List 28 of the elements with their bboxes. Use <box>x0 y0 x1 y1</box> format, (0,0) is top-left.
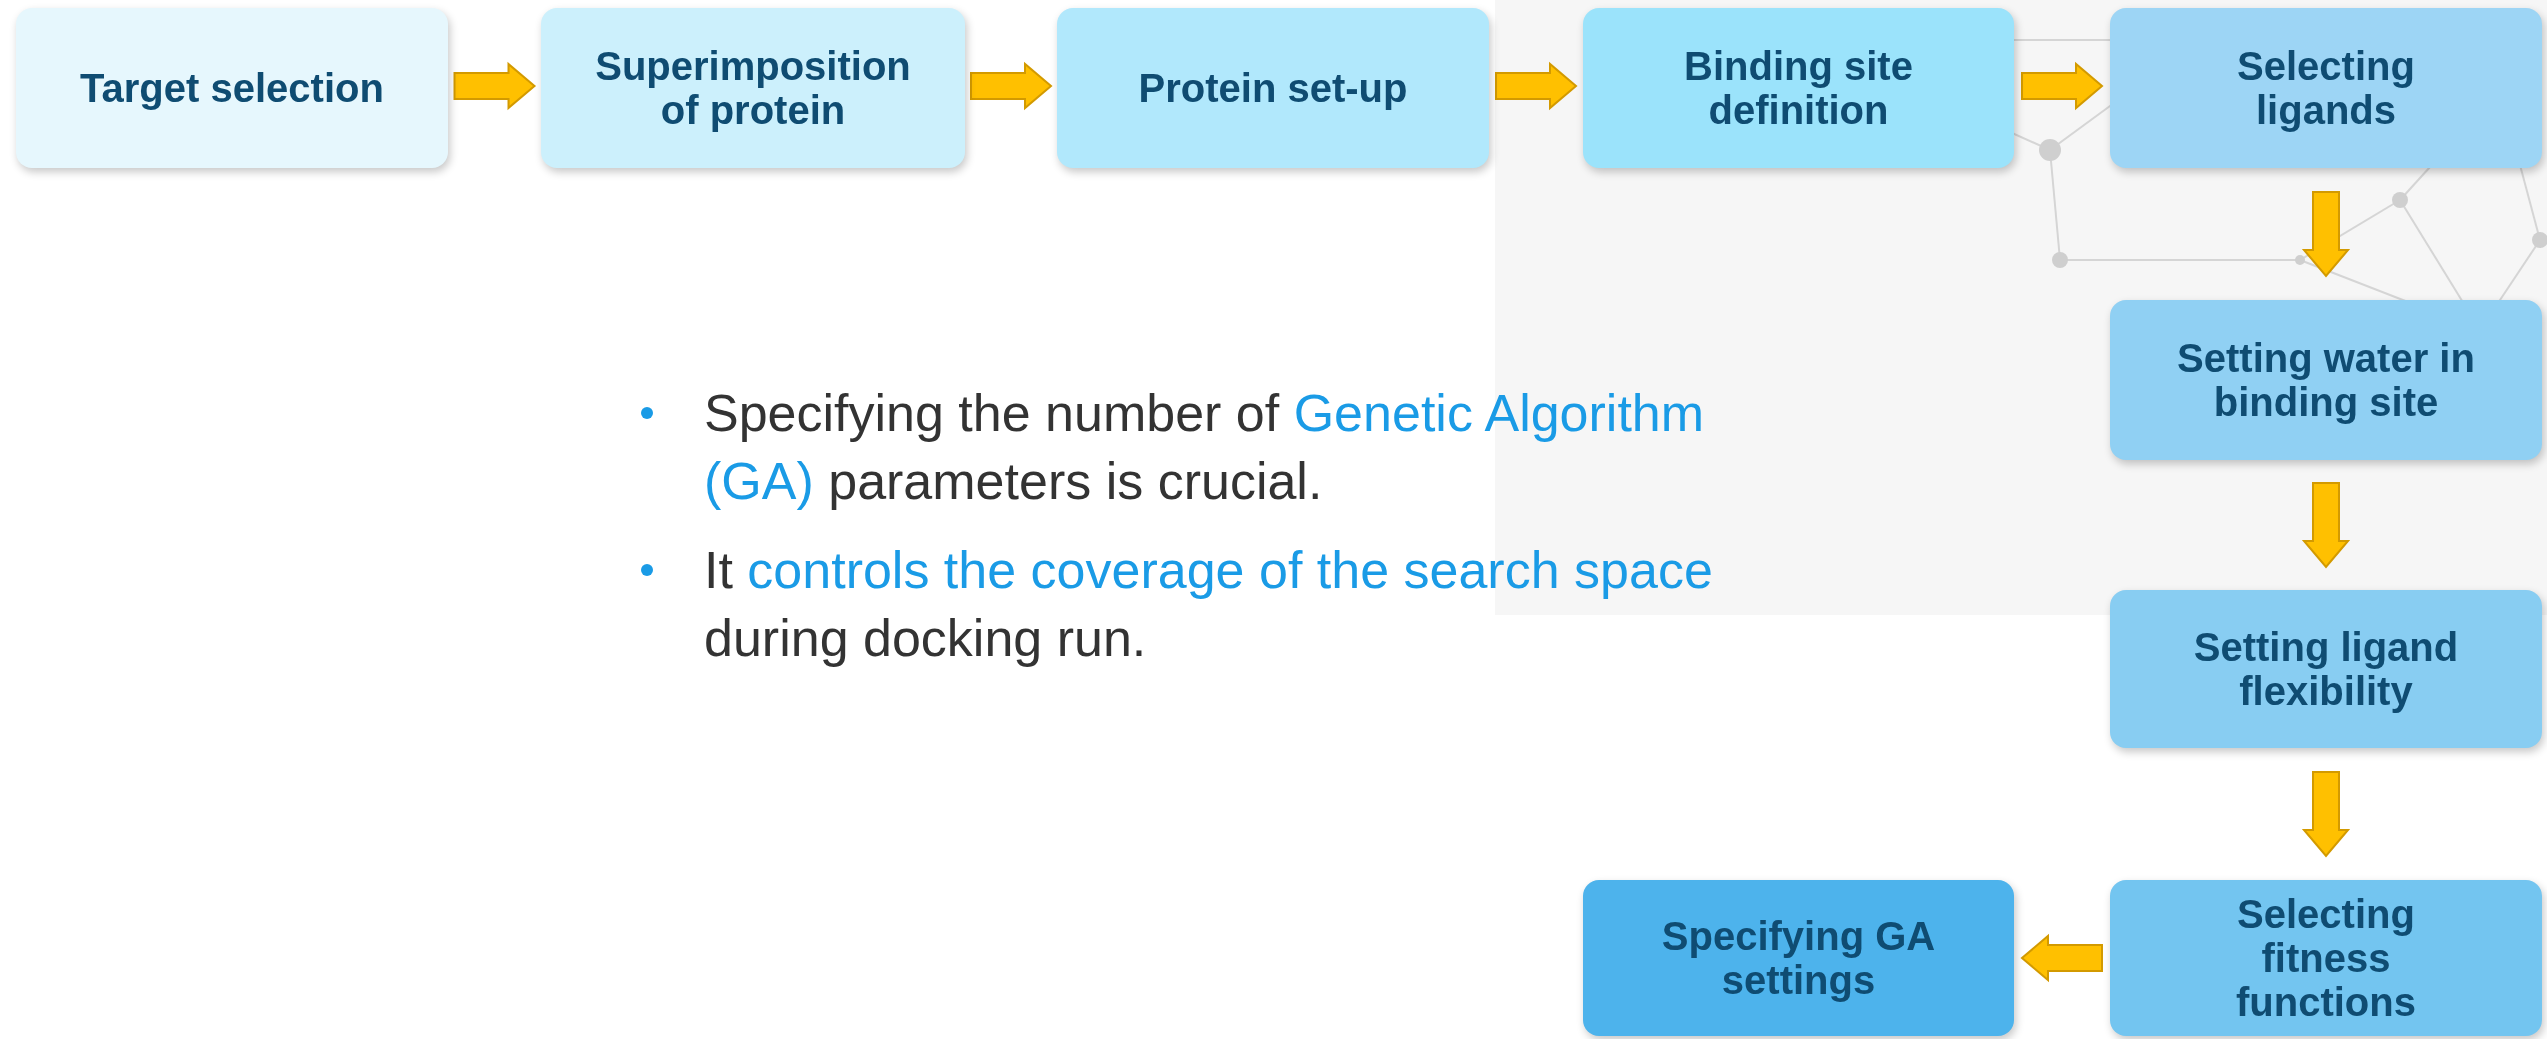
process-box <box>16 8 448 168</box>
arrow <box>1495 61 1578 111</box>
step-label: Setting water in binding site <box>2176 336 2476 424</box>
arrow <box>2021 61 2104 111</box>
process-box <box>1057 8 1489 168</box>
process-box <box>2110 8 2542 168</box>
step-label: Binding site definition <box>1683 44 1914 132</box>
process-box <box>2110 300 2542 460</box>
step-label: Selecting ligands <box>2236 44 2416 132</box>
step-label: Setting ligand flexibility <box>2192 625 2460 713</box>
arrow <box>453 61 537 111</box>
arrow <box>970 61 1053 111</box>
arrow <box>2301 771 2351 858</box>
process-box <box>2110 590 2542 748</box>
step-label: Target selection <box>80 66 384 110</box>
process-box <box>541 8 965 168</box>
arrow <box>2020 933 2103 983</box>
process-box <box>2110 880 2542 1036</box>
process-box <box>1583 880 2014 1036</box>
bullet-text: It controls the coverage of the search space during docking run. <box>704 540 1714 669</box>
bullet-text: Specifying the number of Genetic Algorithm (GA) parameters is crucial. <box>704 383 1706 512</box>
arrow <box>2301 191 2351 278</box>
step-label: Protein set-up <box>1138 66 1408 110</box>
arrow <box>2301 482 2351 569</box>
step-label: Superimposition of protein <box>594 44 912 132</box>
process-box <box>1583 8 2014 168</box>
step-label: Selecting fitness functions <box>2235 892 2417 1024</box>
step-label: Specifying GA settings <box>1660 914 1937 1002</box>
